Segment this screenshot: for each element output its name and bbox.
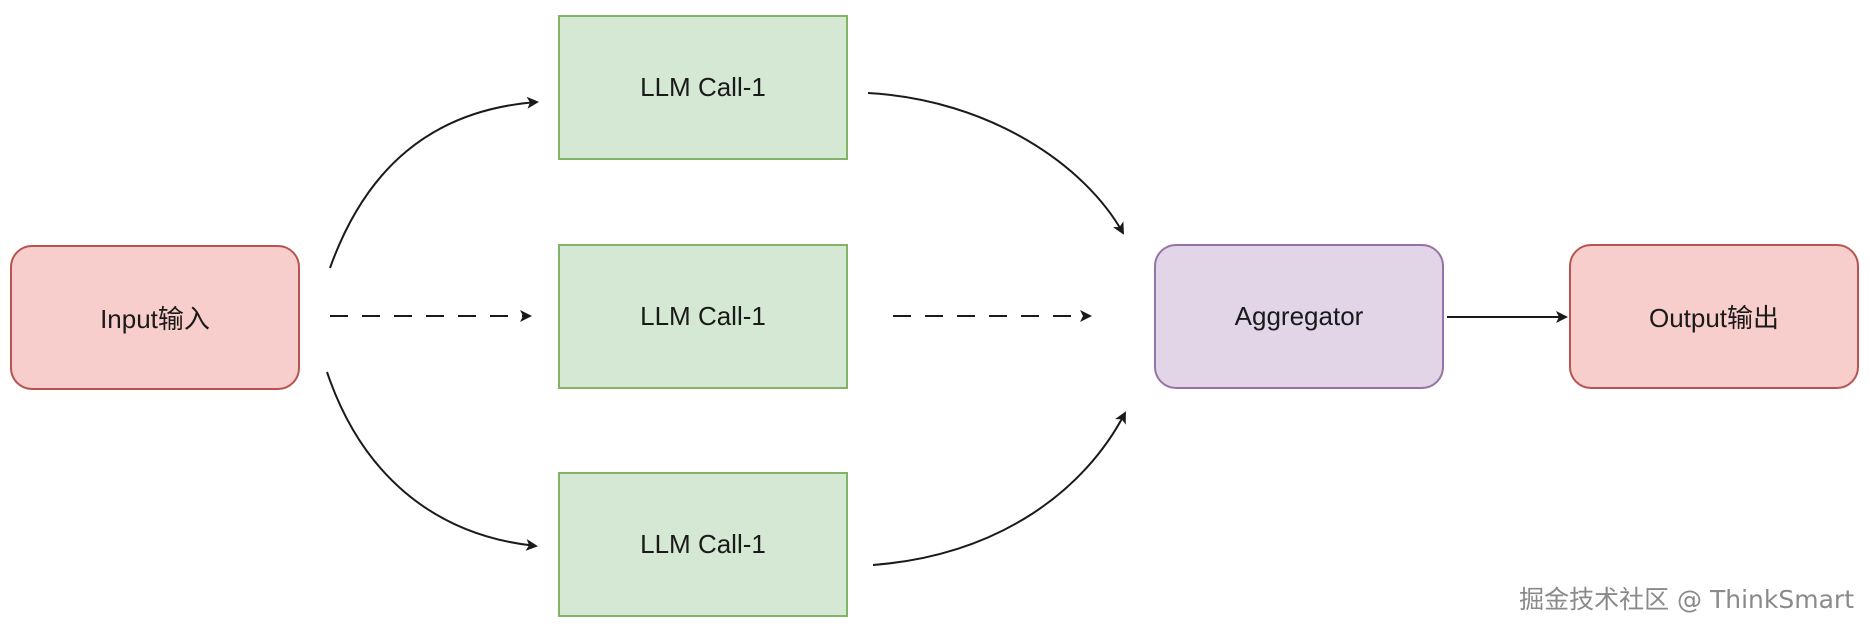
edge-input-to-call-bottom: [326, 371, 538, 551]
edge-call-bottom-to-aggregator: [872, 411, 1126, 566]
edge-input-to-call-top: [329, 96, 539, 269]
watermark: 掘金技术社区 @ ThinkSmart: [1519, 585, 1854, 614]
input-node: Input输入: [10, 245, 300, 390]
llm-call-middle-label: LLM Call-1: [640, 301, 766, 331]
llm-call-bottom-label: LLM Call-1: [640, 529, 766, 559]
input-node-label: Input输入: [100, 304, 210, 334]
aggregator-node: Aggregator: [1154, 244, 1444, 389]
llm-call-bottom-node: LLM Call-1: [558, 472, 848, 617]
llm-call-middle-node: LLM Call-1: [558, 244, 848, 389]
edge-call-top-to-aggregator: [867, 92, 1124, 235]
llm-call-top-label: LLM Call-1: [640, 72, 766, 102]
llm-call-top-node: LLM Call-1: [558, 15, 848, 160]
aggregator-node-label: Aggregator: [1234, 301, 1364, 331]
output-node: Output输出: [1569, 244, 1859, 389]
output-node-label: Output输出: [1648, 303, 1780, 333]
